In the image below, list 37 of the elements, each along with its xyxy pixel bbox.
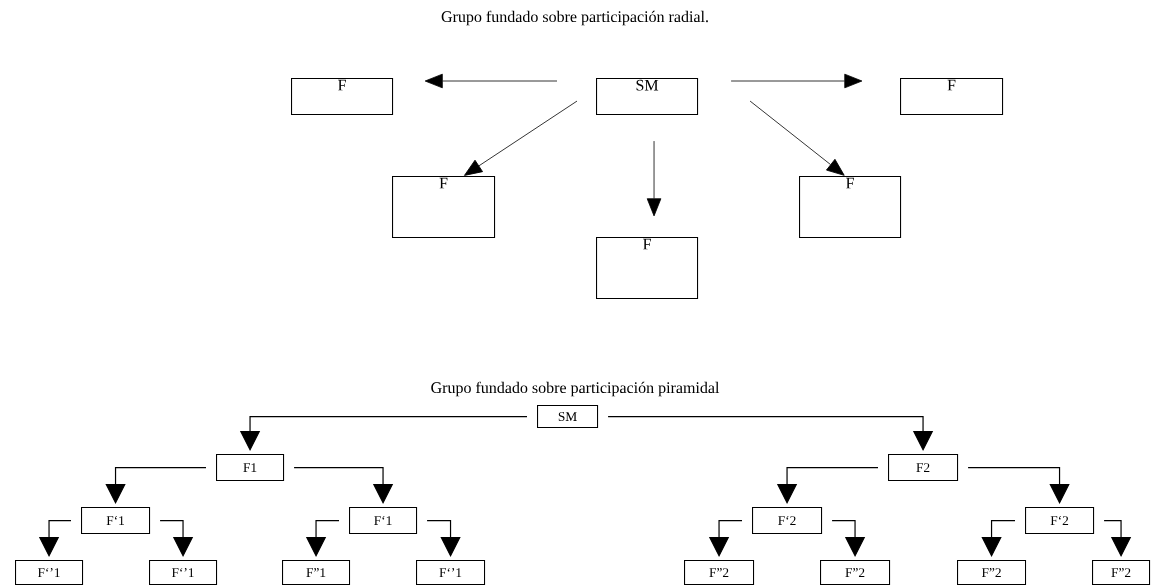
box: F”2 — [957, 560, 1027, 585]
box: F — [900, 78, 1004, 116]
arrow — [1103, 519, 1132, 557]
arrow — [464, 100, 578, 176]
arrow — [646, 140, 662, 217]
arrow — [426, 519, 461, 557]
arrow — [831, 519, 866, 557]
arrow — [749, 100, 845, 176]
box: F — [291, 78, 394, 116]
box: F — [596, 237, 699, 300]
box: F‘2 — [1025, 507, 1095, 535]
box: F — [799, 176, 902, 239]
box: F”1 — [282, 560, 351, 585]
arrow — [159, 519, 194, 557]
arrow — [730, 73, 863, 89]
box: F”2 — [684, 560, 755, 585]
box: F — [392, 176, 496, 239]
box: F‘1 — [81, 507, 151, 535]
heading: Grupo fundado sobre participación radial. — [441, 10, 708, 26]
box: F‘1 — [349, 507, 418, 535]
box: F1 — [216, 454, 285, 482]
arrow — [424, 73, 558, 89]
box: F‘’1 — [15, 560, 84, 585]
box: SM — [596, 78, 699, 116]
box: F2 — [888, 454, 959, 482]
heading: Grupo fundado sobre participación piramidal — [431, 381, 720, 397]
box: F”2 — [820, 560, 891, 585]
arrow — [105, 466, 207, 504]
box: F”2 — [1092, 560, 1151, 585]
box: F‘2 — [752, 507, 823, 535]
box: F‘’1 — [416, 560, 486, 585]
box: SM — [537, 405, 599, 429]
arrow — [967, 466, 1070, 504]
arrow — [607, 415, 934, 451]
box: F‘’1 — [149, 560, 218, 585]
arrow — [981, 519, 1016, 557]
arrow — [293, 466, 394, 504]
